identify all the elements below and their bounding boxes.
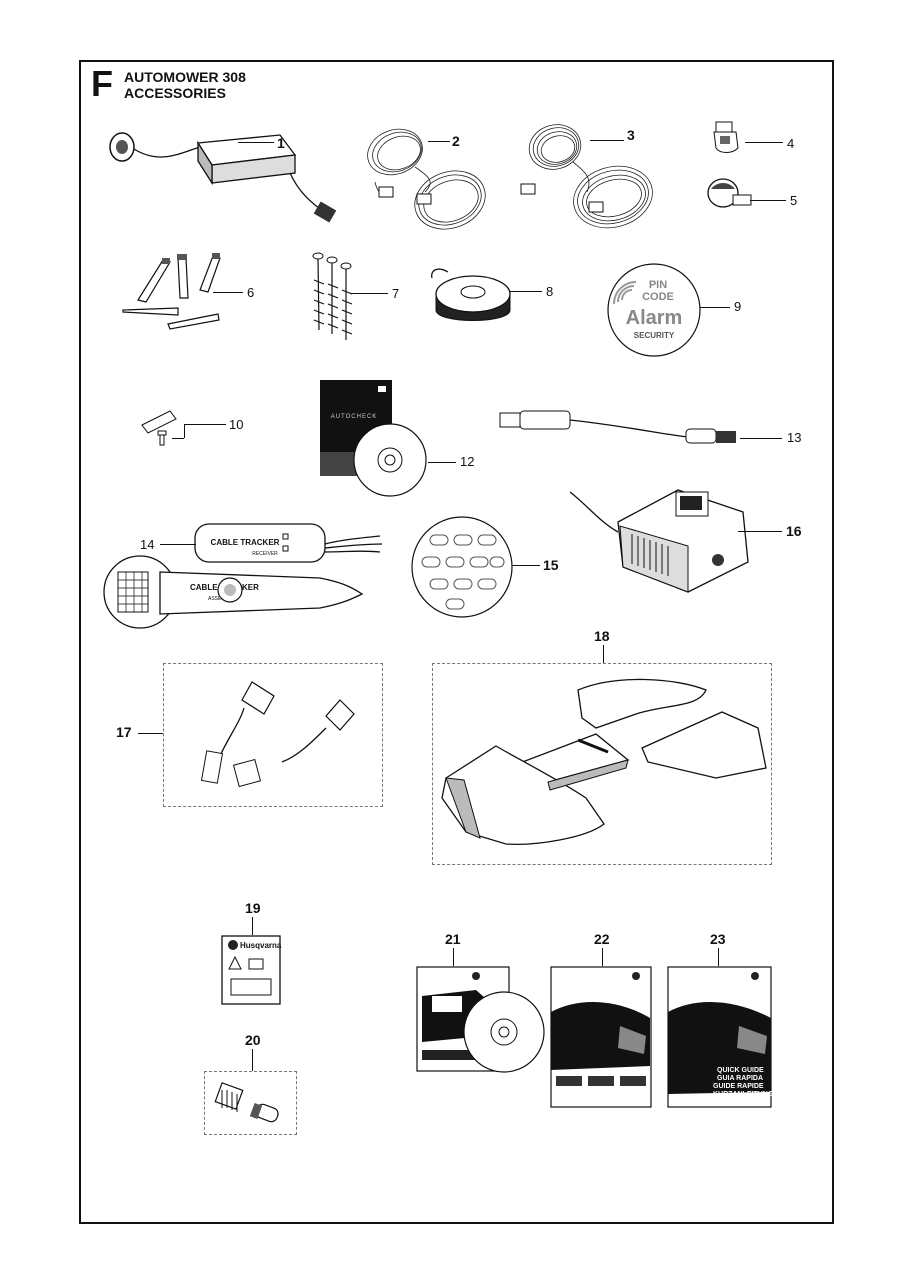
pegs-illustration (122, 253, 221, 330)
callout-19: 19 (245, 900, 261, 916)
warning-decal-illustration: Husqvarna (221, 935, 282, 1005)
leader-10 (184, 424, 226, 425)
callout-10: 10 (229, 417, 244, 432)
receiver-label: CABLE TRACKER (211, 538, 280, 547)
leader-9 (700, 307, 730, 308)
callout-16: 16 (786, 523, 802, 539)
page-title: AUTOMOWER 308 ACCESSORIES (124, 69, 246, 101)
callout-5: 5 (790, 193, 798, 208)
leader-6 (213, 292, 243, 293)
quick-guide-line1: QUICK GUIDE (717, 1067, 764, 1074)
bone-pattern-disc-illustration (411, 516, 513, 618)
leader-22 (602, 948, 603, 966)
callout-4: 4 (787, 136, 795, 151)
alarm-sticker-illustration: PIN CODE Alarm SECURITY (607, 263, 701, 357)
operator-manual-illustration (550, 966, 652, 1108)
leader-5 (750, 200, 786, 201)
leader-18 (603, 645, 604, 663)
callout-9: 9 (734, 299, 742, 314)
leader-7 (350, 293, 388, 294)
boundary-wire-coil-illustration (367, 128, 486, 230)
wire-connector-illustration (713, 121, 739, 153)
alarm-sticker-alarm: Alarm (626, 307, 683, 329)
callout-6: 6 (247, 285, 255, 300)
receiver-sub: RECEIVER (252, 551, 278, 557)
callout-21: 21 (445, 931, 461, 947)
alarm-sticker-security: SECURITY (634, 331, 675, 340)
callout-14: 14 (140, 537, 155, 552)
callout-8: 8 (546, 284, 554, 299)
autocheck-booklet-cd-illustration: AUTOCHECK (320, 380, 427, 497)
section-letter: F (91, 63, 113, 104)
callout-3: 3 (627, 127, 635, 143)
adapter-cables-illustration (200, 681, 355, 788)
callout-2: 2 (452, 133, 460, 149)
alarm-sticker-pin: PIN (649, 279, 667, 291)
quick-guide-line2: GUIA RAPIDA (717, 1075, 763, 1082)
leader-12 (428, 462, 456, 463)
leader-20 (252, 1049, 253, 1071)
boundary-wire-coil-large-illustration (520, 124, 653, 229)
leader-16 (738, 531, 782, 532)
callout-7: 7 (392, 286, 400, 301)
item-20-box (204, 1071, 297, 1135)
leader-4 (745, 142, 783, 143)
callout-18: 18 (594, 628, 610, 644)
leader-10-v (184, 424, 185, 438)
item-17-box (163, 663, 383, 807)
manual-with-cd-illustration (416, 966, 545, 1073)
body-covers-illustration (441, 678, 767, 845)
callout-1: 1 (277, 135, 285, 151)
item-18-box (432, 663, 772, 865)
usb-cable-illustration (499, 410, 736, 444)
callout-22: 22 (594, 931, 610, 947)
leader-8 (510, 291, 542, 292)
callout-15: 15 (543, 557, 559, 573)
leader-10-b (172, 438, 184, 439)
leader-17 (138, 733, 163, 734)
charger-station-illustration (569, 489, 749, 593)
blade-screw-illustration (141, 410, 177, 446)
decal-brand: Husqvarna (240, 941, 282, 950)
quick-guide-line3: GUIDE RAPIDE (713, 1083, 764, 1090)
wire-spool-illustration (431, 268, 511, 321)
callout-23: 23 (710, 931, 726, 947)
quick-guide-illustration: QUICK GUIDE GUIA RAPIDA GUIDE RAPIDE KUR… (667, 966, 774, 1108)
autocheck-title: AUTOCHECK (331, 414, 378, 420)
callout-20: 20 (245, 1032, 261, 1048)
page-title-line2: ACCESSORIES (124, 85, 226, 101)
callout-17: 17 (116, 724, 132, 740)
page-title-line1: AUTOMOWER 308 (124, 69, 246, 85)
leader-15 (512, 565, 540, 566)
leader-2 (428, 141, 450, 142)
cable-tracker-illustration: CABLE TRACKER RECEIVER CABLE TRACKER ASS… (103, 523, 383, 629)
leader-13 (740, 438, 782, 439)
leader-1 (238, 142, 274, 143)
screws-illustration (312, 252, 353, 340)
callout-13: 13 (787, 430, 802, 445)
power-supply-illustration (109, 132, 337, 223)
leader-19 (252, 917, 253, 935)
leader-14 (160, 544, 196, 545)
leader-23 (718, 948, 719, 966)
leader-3 (590, 140, 624, 141)
alarm-sticker-code: CODE (642, 291, 674, 303)
page-frame (79, 60, 834, 1224)
splice-connector-illustration (707, 178, 752, 208)
callout-12: 12 (460, 454, 475, 469)
leader-21 (453, 948, 454, 966)
cable-gland-illustration (214, 1082, 279, 1123)
quick-guide-line4: KURZANLEITUNG (713, 1091, 774, 1098)
